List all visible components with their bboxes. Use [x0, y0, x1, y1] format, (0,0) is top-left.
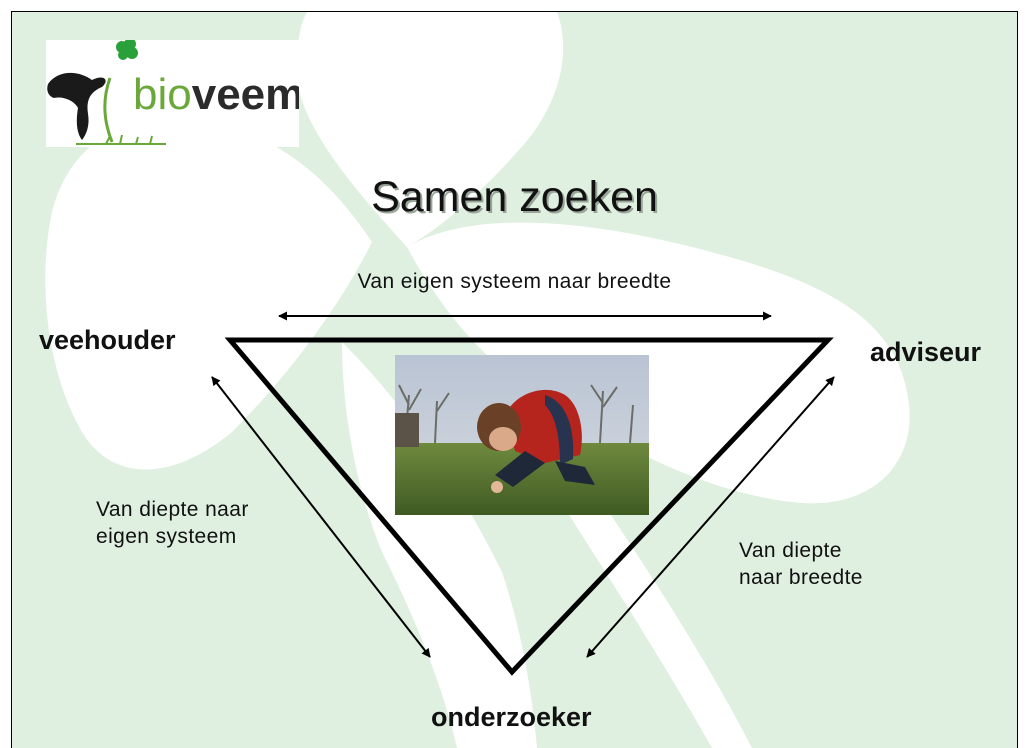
bioveem-logo: bioveem — [46, 40, 299, 147]
node-onderzoeker: onderzoeker — [431, 702, 592, 732]
logo-wordmark: bioveem — [133, 73, 299, 117]
label-right-edge-line1: Van diepte — [739, 539, 842, 562]
relationship-diagram — [211, 311, 835, 676]
node-adviseur: adviseur — [870, 337, 982, 367]
node-veehouder: veehouder — [39, 325, 176, 355]
label-right-edge: Van diepte naar breedte — [739, 537, 863, 591]
cow-icon — [47, 40, 166, 145]
slide: bioveem Samen zoeken — [11, 11, 1018, 748]
slide-title: Samen zoeken — [371, 173, 658, 221]
arrow-right — [586, 376, 835, 658]
label-right-edge-line2: naar breedte — [739, 566, 863, 589]
photo-icon — [395, 355, 649, 515]
logo-text-veem: veem — [191, 70, 299, 119]
photo-child-on-grass — [395, 355, 649, 515]
label-left-edge: Van diepte naar eigen systeem — [96, 496, 249, 550]
label-top-edge: Van eigen systeem naar breedte — [357, 270, 672, 293]
logo-text-bio: bio — [133, 70, 192, 119]
label-left-edge-line1: Van diepte naar — [96, 498, 249, 521]
arrow-left — [211, 376, 431, 658]
label-left-edge-line2: eigen systeem — [96, 525, 237, 548]
